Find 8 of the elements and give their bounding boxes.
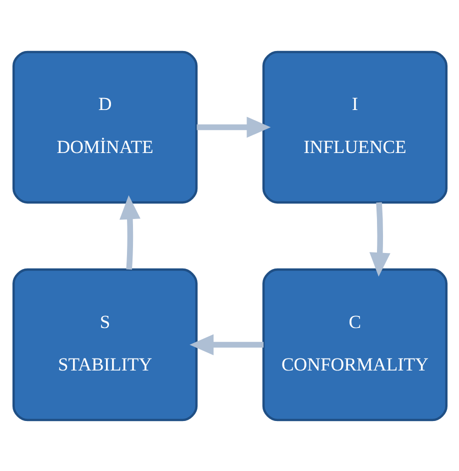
node-box: I INFLUENCE xyxy=(262,50,448,204)
arrow xyxy=(368,202,390,276)
arrow xyxy=(119,194,140,270)
node-box: D DOMİNATE xyxy=(12,50,198,204)
arrow xyxy=(189,334,264,355)
node-box: S STABILITY xyxy=(12,268,198,421)
arrow xyxy=(196,116,270,138)
node-box: C CONFORMALITY xyxy=(262,268,448,421)
